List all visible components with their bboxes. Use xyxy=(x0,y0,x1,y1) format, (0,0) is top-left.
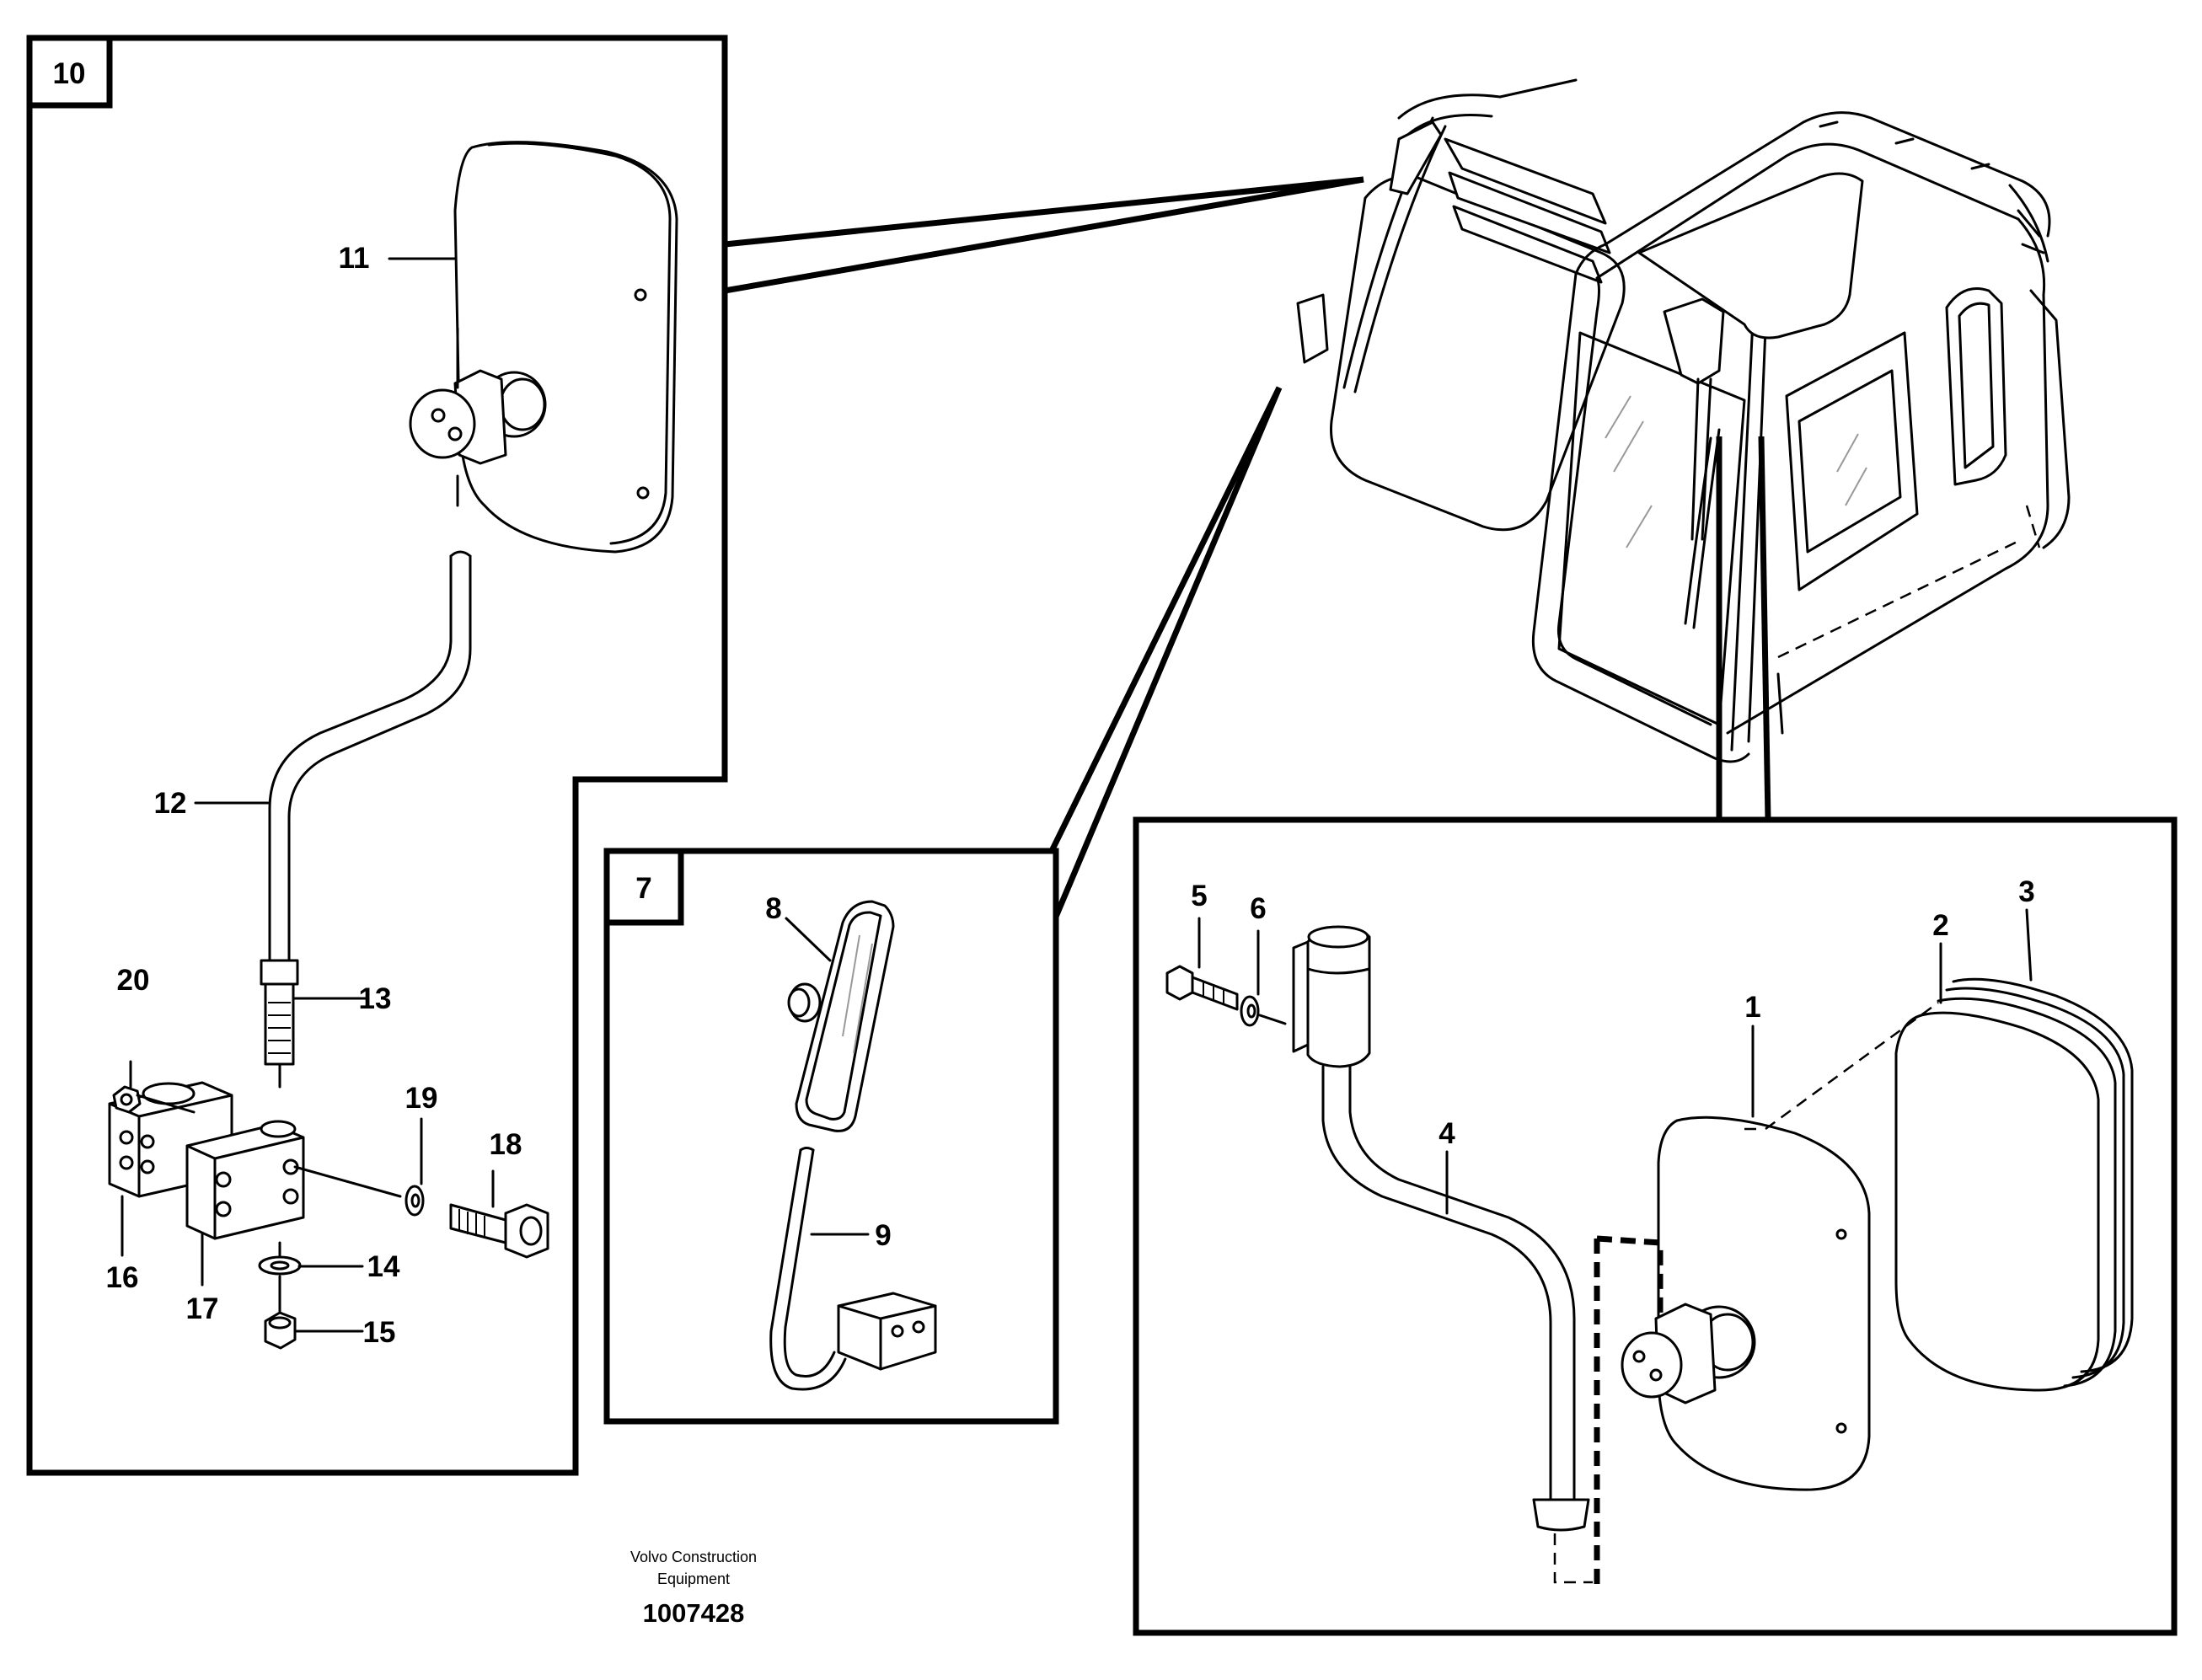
callout-8: 8 xyxy=(765,892,781,925)
mirror-arm-12 xyxy=(268,550,472,962)
clamp-block-17 xyxy=(185,1120,305,1240)
leaders-box-right xyxy=(1197,908,2033,1215)
callout-16: 16 xyxy=(106,1261,139,1294)
connector-box10-to-cab xyxy=(724,176,1364,294)
figure-caption: Volvo Construction Equipment 1007428 xyxy=(630,1549,757,1628)
callout-2: 2 xyxy=(1932,909,1948,942)
mirror-bracket xyxy=(1292,925,1371,1068)
callout-15: 15 xyxy=(363,1316,396,1349)
assembly-guides xyxy=(1744,1001,1939,1131)
leaders-box-7 xyxy=(785,917,870,1236)
caption-line-1: Volvo Construction xyxy=(630,1549,757,1565)
connector-boxright-to-cab xyxy=(1716,436,1771,821)
detail-box-label-10: 10 xyxy=(53,57,86,90)
callout-11: 11 xyxy=(339,242,370,275)
reference-number: 1007428 xyxy=(643,1598,745,1628)
stud-13 xyxy=(260,959,299,1089)
detail-box-10: 10 xyxy=(26,35,728,1476)
nut-15 xyxy=(264,1275,297,1350)
washer-14 xyxy=(258,1241,302,1276)
callout-5: 5 xyxy=(1191,880,1207,912)
callout-19: 19 xyxy=(405,1082,438,1115)
mirror-housing-1 xyxy=(1594,1116,1871,1584)
callout-4: 4 xyxy=(1439,1117,1455,1150)
mirror-glass-2 xyxy=(1894,1011,2100,1392)
callout-13: 13 xyxy=(359,982,392,1015)
callout-9: 9 xyxy=(875,1219,891,1252)
callout-17: 17 xyxy=(186,1292,219,1325)
washer-19 xyxy=(293,1165,425,1217)
callout-12: 12 xyxy=(154,787,187,820)
mirror-arm-4 xyxy=(1321,1065,1593,1584)
detail-box-label-7: 7 xyxy=(635,872,651,905)
connector-box7-to-cab xyxy=(1048,386,1283,918)
interior-mirror-8 xyxy=(787,900,895,1132)
leaders-box-10 xyxy=(121,257,495,1333)
callout-14: 14 xyxy=(367,1250,400,1283)
caption-line-2: Equipment xyxy=(657,1570,730,1587)
mirror-rim-3 xyxy=(1937,977,2134,1388)
callout-1: 1 xyxy=(1744,991,1760,1024)
callout-18: 18 xyxy=(490,1128,522,1161)
nut-20 xyxy=(112,1085,196,1114)
interior-mirror-arm-9 xyxy=(769,1147,937,1391)
bolt-5 xyxy=(1165,965,1239,1011)
callout-20: 20 xyxy=(117,964,150,997)
bolt-18 xyxy=(449,1203,549,1259)
detail-box-7: 7 xyxy=(603,848,1059,1425)
detail-box-right xyxy=(1133,816,2178,1636)
cab-overview xyxy=(1296,78,2071,763)
mirror-head-11 xyxy=(409,141,678,554)
callout-3: 3 xyxy=(2018,875,2034,908)
washer-6 xyxy=(1240,995,1287,1027)
callout-6: 6 xyxy=(1250,892,1266,925)
